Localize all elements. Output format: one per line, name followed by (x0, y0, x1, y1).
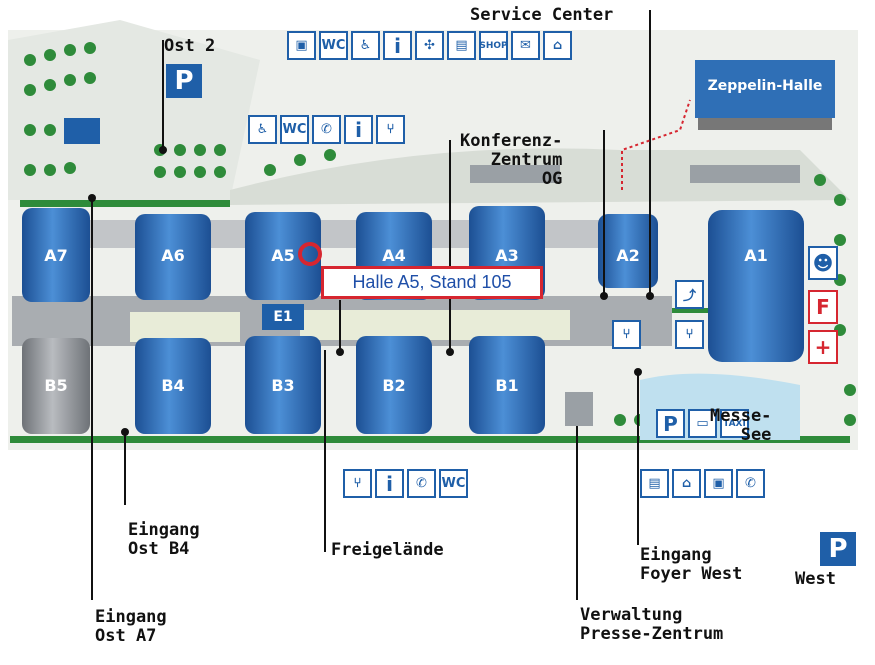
hall-b2[interactable] (356, 336, 432, 434)
parking-ost2-badge[interactable]: P (166, 64, 202, 98)
hall-label-b1: B1 (495, 376, 519, 395)
leader-lines (91, 10, 651, 600)
wc-icon[interactable]: WC (280, 115, 309, 144)
hall-label-a7: A7 (44, 246, 68, 265)
hall-b4[interactable] (135, 338, 211, 434)
label-freigelaende: Freigelände (331, 540, 444, 560)
building-north-east (690, 165, 800, 183)
zeppelin-halle-building[interactable] (695, 60, 835, 130)
transport-icons: P ▭ TAXI (656, 409, 749, 438)
wheelchair-wc-icon[interactable]: ♿ (351, 31, 380, 60)
zeppelin-halle-label: Zeppelin-Halle (707, 78, 823, 94)
info-icon[interactable]: i (375, 469, 404, 498)
restaurant-a1-icons: ⑂ (675, 320, 704, 349)
hall-label-a4: A4 (382, 246, 406, 265)
phone-icon[interactable]: ✆ (407, 469, 436, 498)
building-north (470, 165, 560, 183)
info-icon[interactable]: i (344, 115, 373, 144)
hall-label-e1: E1 (273, 309, 293, 325)
hall-service-icons-south: ⑂ i ✆ WC (343, 469, 468, 498)
fire-icon[interactable]: F (808, 290, 838, 324)
hall-a6[interactable] (135, 214, 211, 300)
parking-west-badge[interactable]: P (820, 532, 856, 566)
hall-label-a6: A6 (161, 246, 185, 265)
wc-icon[interactable]: WC (319, 31, 348, 60)
atm-icon[interactable]: ▤ (447, 31, 476, 60)
police-icon[interactable]: ☻ (808, 246, 838, 280)
label-west: West (795, 569, 836, 589)
restaurant-icon[interactable]: ⑂ (343, 469, 372, 498)
hall-a1[interactable] (708, 210, 804, 362)
hall-label-a3: A3 (495, 246, 519, 265)
parking-icon[interactable]: P (656, 409, 685, 438)
restaurant-icon[interactable]: ⑂ (612, 320, 641, 349)
hall-label-b4: B4 (161, 376, 185, 395)
service-center-icons: ▣ WC ♿ i ✣ ▤ SHOP ✉ ⌂ (287, 31, 572, 60)
hall-a5[interactable] (245, 212, 321, 300)
verwaltung-building (565, 392, 593, 426)
wheelchair-wc-icon[interactable]: ♿ (248, 115, 277, 144)
luggage-icon[interactable]: ▣ (287, 31, 316, 60)
hall-b1[interactable] (469, 336, 545, 434)
site-map (8, 10, 858, 600)
meeting-point-icon[interactable]: ✣ (415, 31, 444, 60)
hall-label-b2: B2 (382, 376, 406, 395)
hall-service-icons-north: ♿ WC ✆ i ⑂ (248, 115, 405, 144)
restaurant-icon[interactable]: ⑂ (675, 320, 704, 349)
phone-icon[interactable]: ✆ (312, 115, 341, 144)
hall-label-b3: B3 (271, 376, 295, 395)
zeppelin-route (621, 99, 691, 190)
label-ost2: Ost 2 (164, 36, 216, 56)
cloakroom-icon[interactable]: ⌂ (672, 469, 701, 498)
escalator-icon[interactable]: ⤴ (675, 280, 704, 309)
courtyard (130, 312, 240, 342)
stand-marker-icon (298, 242, 322, 266)
hall-label-a5: A5 (271, 246, 295, 265)
freigelaende-area (300, 310, 570, 340)
restaurant-icon[interactable]: ⑂ (376, 115, 405, 144)
first-aid-icon[interactable]: + (808, 330, 838, 364)
caravan-icon (64, 118, 100, 144)
phone-icon[interactable]: ✆ (736, 469, 765, 498)
label-messe-see: Messe-See (710, 406, 772, 445)
hall-a2[interactable] (598, 214, 658, 288)
hall-label-a1: A1 (744, 246, 768, 265)
hall-e1[interactable] (262, 304, 304, 330)
foyer-west-icons: ▤ ⌂ ▣ ✆ (640, 469, 765, 498)
hall-label-a2: A2 (616, 246, 640, 265)
info-icon[interactable]: i (383, 31, 412, 60)
escalator-group: ⤴ (675, 280, 704, 309)
atm-icon[interactable]: ▤ (640, 469, 669, 498)
cloakroom-icon[interactable]: ⌂ (543, 31, 572, 60)
mail-icon[interactable]: ✉ (511, 31, 540, 60)
hall-label-b5: B5 (44, 376, 68, 395)
hall-b5[interactable] (22, 338, 90, 434)
hall-a7[interactable] (22, 208, 90, 302)
shop-icon[interactable]: SHOP (479, 31, 508, 60)
hall-b3[interactable] (245, 336, 321, 434)
bus-icon[interactable]: ▭ (688, 409, 717, 438)
wc-icon[interactable]: WC (439, 469, 468, 498)
stand-callout: Halle A5, Stand 105 (321, 266, 543, 299)
restaurant-a2-icons: ⑂ (612, 320, 641, 349)
taxi-icon[interactable]: TAXI (720, 409, 749, 438)
trees (24, 42, 856, 426)
luggage-icon[interactable]: ▣ (704, 469, 733, 498)
label-service-center: Service Center (470, 5, 614, 25)
leader-dots (88, 146, 654, 436)
